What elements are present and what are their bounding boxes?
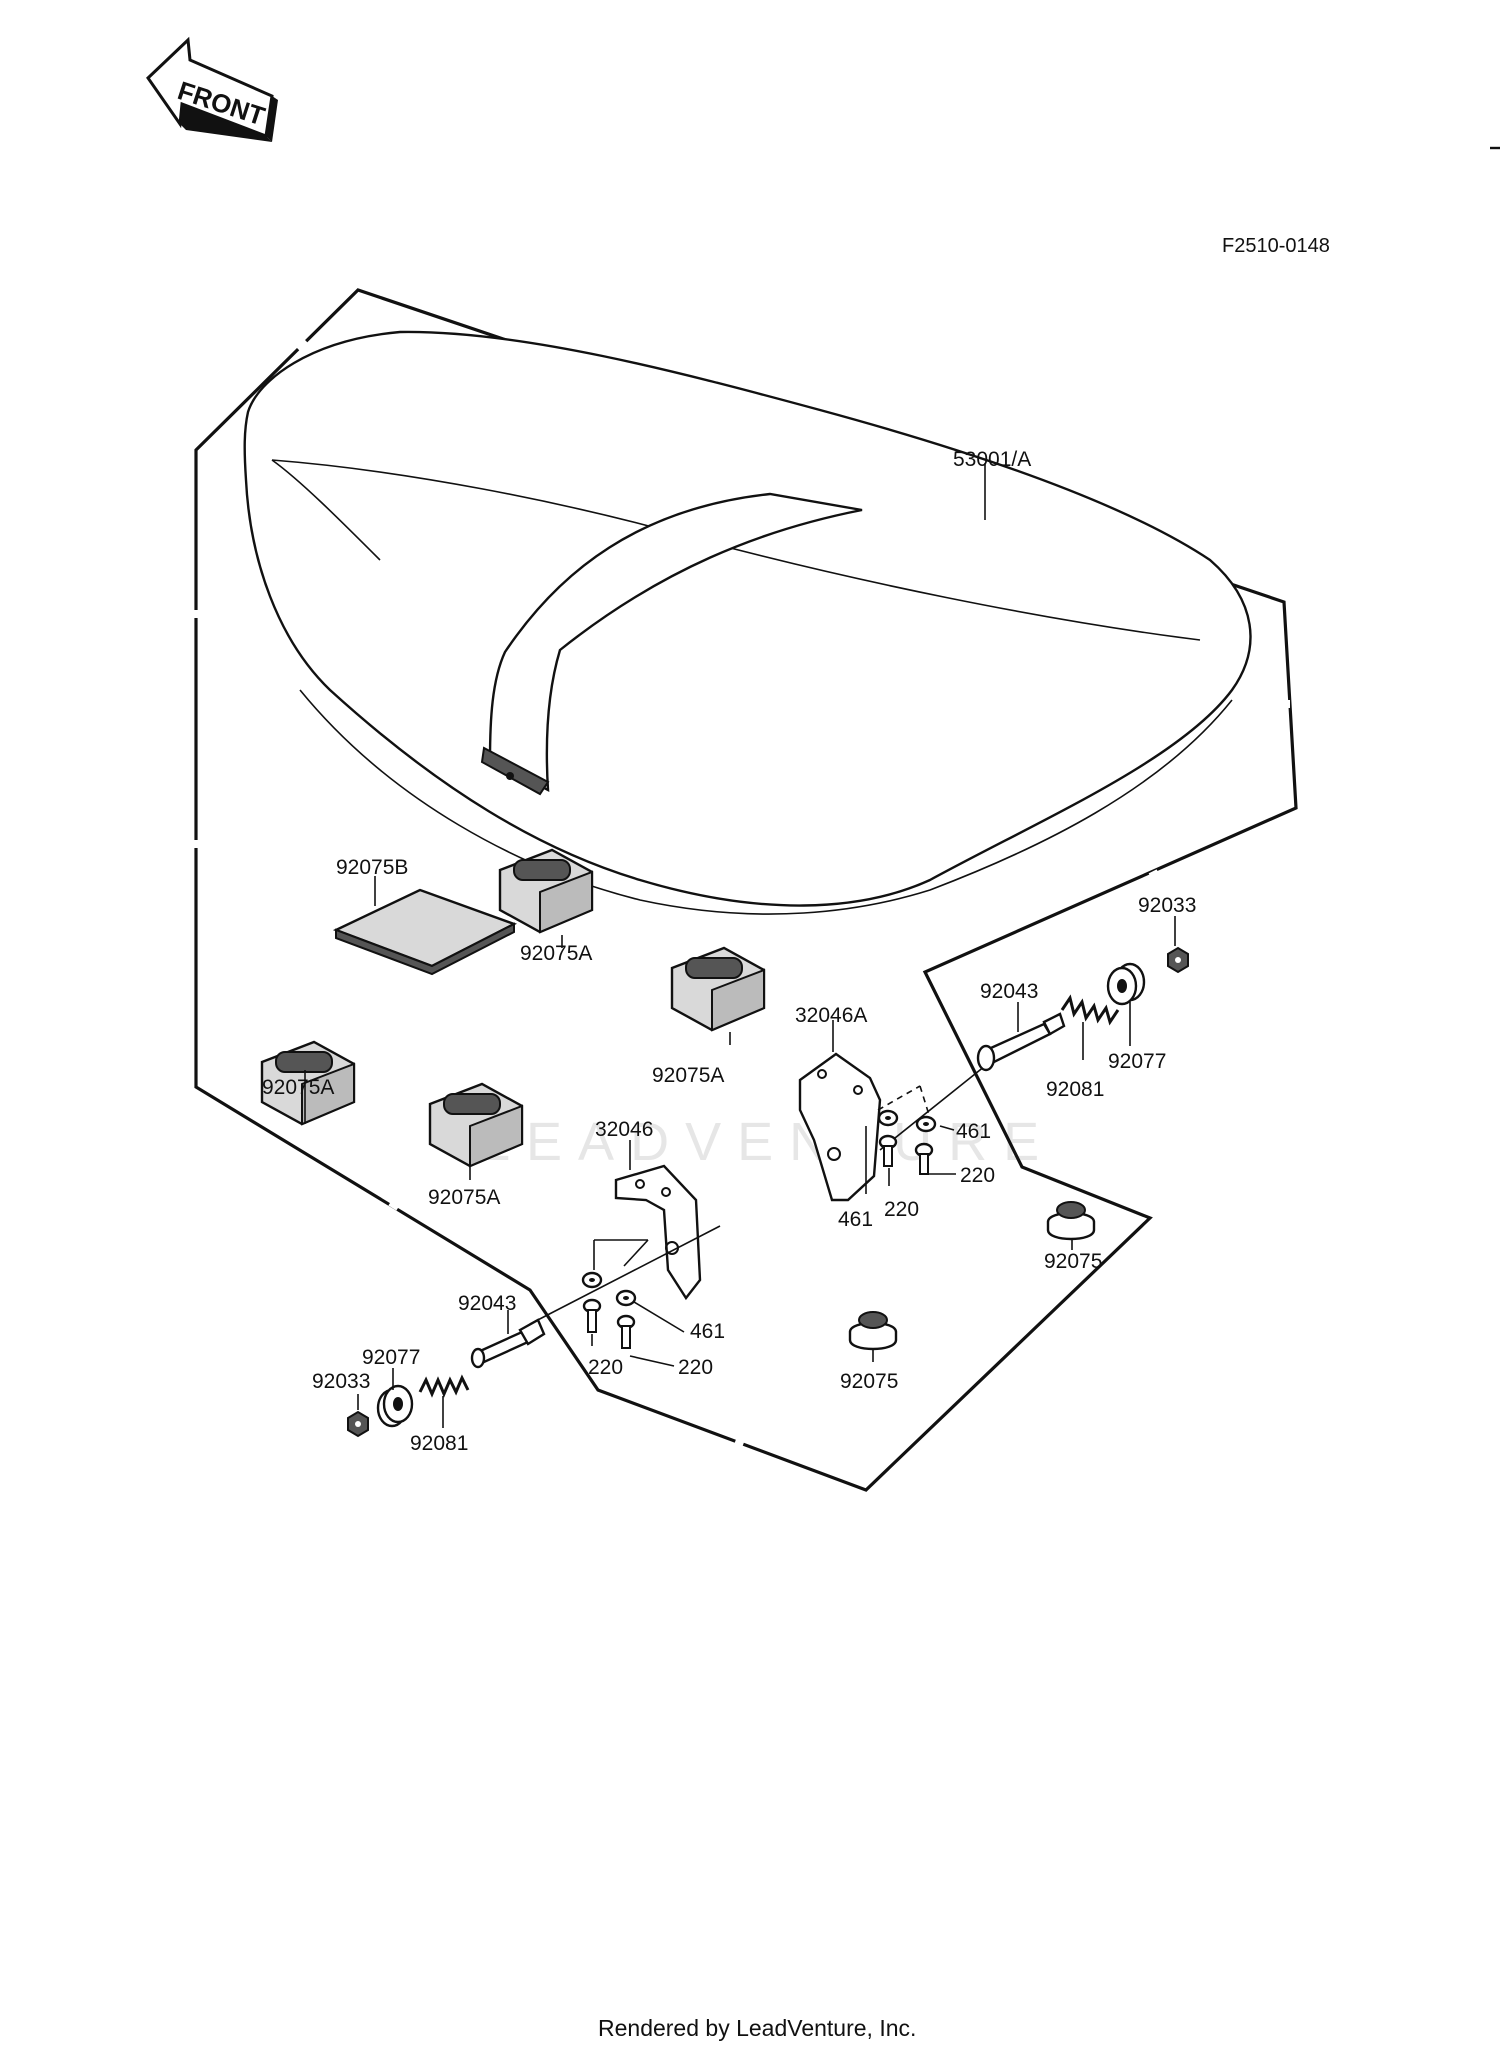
label-bracket-left: 32046 bbox=[595, 1118, 653, 1141]
label-rspring: 92081 bbox=[1046, 1078, 1104, 1101]
label-rnut: 92033 bbox=[1138, 894, 1196, 917]
watermark-text: LEADVENTURE bbox=[480, 1112, 1055, 1172]
pad-92075b bbox=[332, 888, 518, 968]
spring-92081-right bbox=[1060, 994, 1120, 1026]
foam-pad-2 bbox=[670, 946, 766, 1032]
washer-461-right-b bbox=[915, 1115, 937, 1133]
leader-r-washer-b bbox=[939, 1125, 955, 1131]
label-lcollar: 92077 bbox=[362, 1346, 420, 1369]
foam-pad-4 bbox=[428, 1082, 524, 1168]
label-pad-92075b: 92075B bbox=[336, 856, 408, 879]
dash-left-3 bbox=[623, 1239, 649, 1267]
label-rubber-2: 92075 bbox=[840, 1370, 898, 1393]
diagram-code: F2510-0148 bbox=[1222, 235, 1330, 257]
label-pad-a4: 92075A bbox=[428, 1186, 500, 1209]
washer-461-left-b bbox=[615, 1289, 637, 1307]
screw-220-left-a bbox=[582, 1298, 602, 1333]
label-rbolt: 92043 bbox=[980, 980, 1038, 1003]
bracket-32046 bbox=[614, 1164, 702, 1301]
label-pad-a2: 92075A bbox=[652, 1064, 724, 1087]
seat-53001 bbox=[243, 330, 1252, 915]
foam-pad-1 bbox=[498, 848, 594, 934]
label-rcollar: 92077 bbox=[1108, 1050, 1166, 1073]
leader-l-screw-b bbox=[629, 1355, 675, 1367]
front-arrow-icon: FRONT bbox=[146, 36, 278, 142]
screw-220-right-b bbox=[914, 1142, 934, 1175]
label-r-screw-b: 220 bbox=[960, 1164, 995, 1187]
dash-right-1 bbox=[877, 1085, 921, 1111]
leader-l-washer bbox=[633, 1301, 685, 1333]
foam-pad-3 bbox=[260, 1040, 356, 1126]
label-rubber-1: 92075 bbox=[1044, 1250, 1102, 1273]
label-lspring: 92081 bbox=[410, 1432, 468, 1455]
label-pad-a3: 92075A bbox=[262, 1076, 334, 1099]
bolt-92043-left bbox=[470, 1318, 546, 1369]
label-r-screw-a: 220 bbox=[884, 1198, 919, 1221]
collar-92077-right bbox=[1106, 962, 1146, 1006]
label-seat: 53001/A bbox=[953, 448, 1031, 471]
label-lbolt: 92043 bbox=[458, 1292, 516, 1315]
dash-right-2 bbox=[919, 1085, 931, 1119]
washer-461-left-a bbox=[581, 1271, 603, 1289]
nut-92033-right bbox=[1167, 946, 1189, 974]
nut-92033-left bbox=[347, 1410, 369, 1438]
screw-220-right-a bbox=[878, 1134, 898, 1167]
label-pad-a1: 92075A bbox=[520, 942, 592, 965]
axis-left bbox=[529, 1225, 721, 1325]
label-l-washer: 461 bbox=[690, 1320, 725, 1343]
footer-text: Rendered by LeadVenture, Inc. bbox=[598, 2015, 916, 2041]
screw-220-left-b bbox=[616, 1314, 636, 1349]
label-r-washer-a: 461 bbox=[838, 1208, 873, 1231]
bolt-92043-right bbox=[976, 1012, 1066, 1072]
rubber-92075-a bbox=[1046, 1201, 1096, 1241]
label-r-washer-b: 461 bbox=[956, 1120, 991, 1143]
rubber-92075-b bbox=[848, 1311, 898, 1351]
label-l-screw-a: 220 bbox=[588, 1356, 623, 1379]
label-lnut: 92033 bbox=[312, 1370, 370, 1393]
washer-461-right-a bbox=[877, 1109, 899, 1127]
spring-92081-left bbox=[418, 1374, 470, 1398]
label-bracket-right: 32046A bbox=[795, 1004, 867, 1027]
label-l-screw-b: 220 bbox=[678, 1356, 713, 1379]
bracket-32046a bbox=[798, 1052, 882, 1202]
collar-92077-left bbox=[376, 1384, 414, 1428]
axis-right bbox=[879, 1065, 986, 1151]
